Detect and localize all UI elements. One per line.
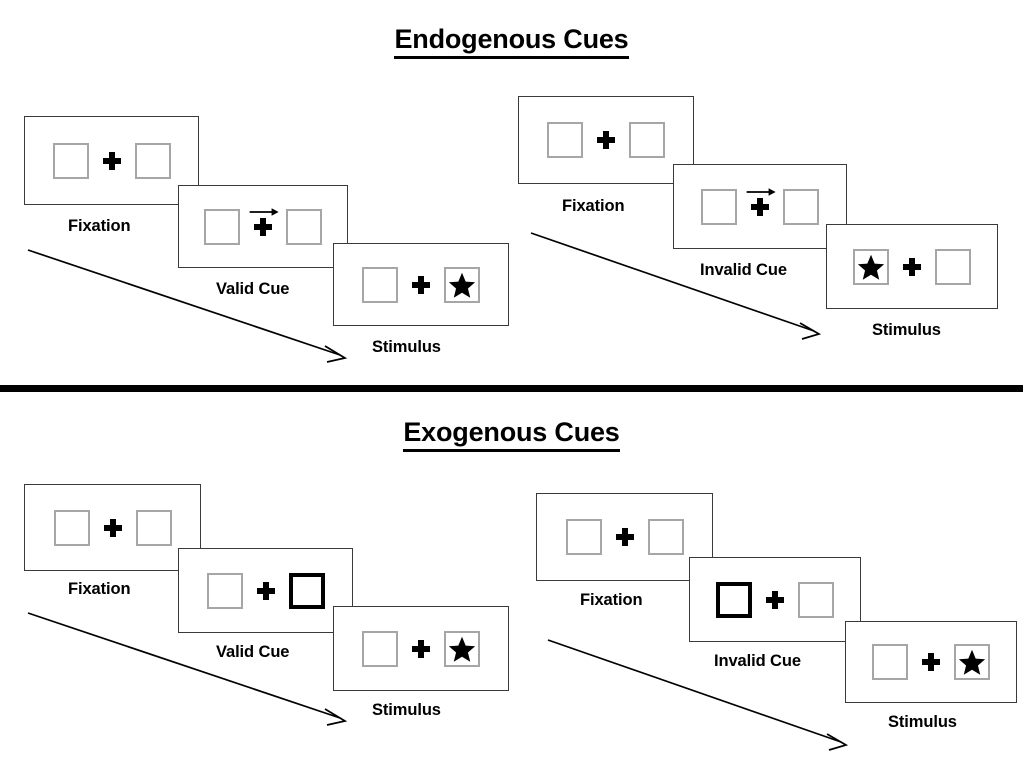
placeholder-box-left xyxy=(362,630,398,667)
section-title-exogenous: Exogenous Cues xyxy=(0,417,1023,452)
placeholder-box-left-cued xyxy=(716,581,752,618)
placeholder-box-right-cued xyxy=(288,572,325,609)
frame-content xyxy=(853,248,971,285)
placeholder-box-left xyxy=(853,248,889,285)
placeholder-box-left xyxy=(547,122,583,158)
placeholder-box-left xyxy=(206,572,243,609)
frame-endogenous-valid-fixation xyxy=(24,116,199,205)
frame-content xyxy=(716,581,834,618)
placeholder-box-right xyxy=(444,266,480,303)
frame-exogenous-invalid-cue xyxy=(689,557,861,642)
frame-content xyxy=(547,122,665,158)
frame-label-exogenous-valid-fixation: Fixation xyxy=(68,580,131,598)
fixation-cross-icon xyxy=(103,518,122,537)
arrow-right-cue-icon xyxy=(746,187,776,196)
placeholder-box-right xyxy=(647,519,684,555)
star-icon xyxy=(448,272,476,298)
frame-endogenous-invalid-stimulus xyxy=(826,224,998,309)
arrow-right-cue-icon xyxy=(249,207,279,216)
placeholder-box-left xyxy=(872,644,908,680)
frame-content xyxy=(872,644,990,680)
placeholder-box-left xyxy=(565,519,602,555)
frame-content xyxy=(204,207,322,245)
fixation-cross-icon xyxy=(746,187,776,216)
frame-label-endogenous-valid-cue: Valid Cue xyxy=(216,280,290,298)
frame-label-endogenous-invalid-cue: Invalid Cue xyxy=(700,261,787,279)
frame-endogenous-invalid-fixation xyxy=(518,96,694,184)
section-divider xyxy=(0,385,1023,392)
section-title-endogenous: Endogenous Cues xyxy=(0,24,1023,59)
placeholder-box-right xyxy=(134,142,171,179)
fixation-cross-icon xyxy=(903,257,921,276)
frame-content xyxy=(565,519,684,555)
star-icon xyxy=(448,636,476,662)
frame-endogenous-invalid-cue xyxy=(673,164,847,249)
placeholder-box-right xyxy=(629,122,665,158)
placeholder-box-right xyxy=(783,188,819,225)
frame-label-endogenous-valid-fixation: Fixation xyxy=(68,217,131,235)
placeholder-box-left xyxy=(52,142,89,179)
frame-content xyxy=(362,630,480,667)
section-title-exogenous-text: Exogenous Cues xyxy=(403,417,620,452)
placeholder-box-right xyxy=(444,630,480,667)
section-title-endogenous-text: Endogenous Cues xyxy=(394,24,629,59)
fixation-cross-icon xyxy=(256,581,275,600)
frame-endogenous-valid-stimulus xyxy=(333,243,509,326)
placeholder-box-right xyxy=(935,248,971,285)
placeholder-box-left xyxy=(204,208,240,245)
star-icon xyxy=(857,254,885,280)
fixation-cross-icon xyxy=(597,131,615,149)
frame-endogenous-valid-cue xyxy=(178,185,348,268)
frame-label-exogenous-invalid-cue: Invalid Cue xyxy=(714,652,801,670)
frame-exogenous-valid-fixation xyxy=(24,484,201,571)
star-icon xyxy=(958,649,986,675)
frame-label-exogenous-valid-stimulus: Stimulus xyxy=(372,701,441,719)
progression-arrow-exogenous-invalid xyxy=(547,639,849,751)
frame-content xyxy=(53,509,172,546)
placeholder-box-right xyxy=(135,509,172,546)
frame-label-endogenous-invalid-stimulus: Stimulus xyxy=(872,321,941,339)
fixation-cross-icon xyxy=(412,639,430,658)
placeholder-box-left xyxy=(701,188,737,225)
frame-label-endogenous-invalid-fixation: Fixation xyxy=(562,197,625,215)
frame-exogenous-invalid-stimulus xyxy=(845,621,1017,703)
frame-exogenous-invalid-fixation xyxy=(536,493,713,581)
frame-label-exogenous-valid-cue: Valid Cue xyxy=(216,643,290,661)
placeholder-box-right xyxy=(954,644,990,680)
placeholder-box-right xyxy=(286,208,322,245)
placeholder-box-left xyxy=(362,266,398,303)
frame-exogenous-valid-stimulus xyxy=(333,606,509,691)
fixation-cross-icon xyxy=(412,275,430,294)
frame-label-endogenous-valid-stimulus: Stimulus xyxy=(372,338,441,356)
fixation-cross-icon xyxy=(249,207,279,236)
fixation-cross-icon xyxy=(766,590,784,609)
frame-content xyxy=(206,572,325,609)
fixation-cross-icon xyxy=(102,151,121,170)
frame-content xyxy=(362,266,480,303)
frame-content xyxy=(52,142,171,179)
placeholder-box-left xyxy=(53,509,90,546)
placeholder-box-right xyxy=(798,581,834,618)
frame-exogenous-valid-cue xyxy=(178,548,353,633)
frame-label-exogenous-invalid-fixation: Fixation xyxy=(580,591,643,609)
frame-label-exogenous-invalid-stimulus: Stimulus xyxy=(888,713,957,731)
fixation-cross-icon xyxy=(922,653,940,671)
frame-content xyxy=(701,187,819,225)
fixation-cross-icon xyxy=(615,528,634,546)
